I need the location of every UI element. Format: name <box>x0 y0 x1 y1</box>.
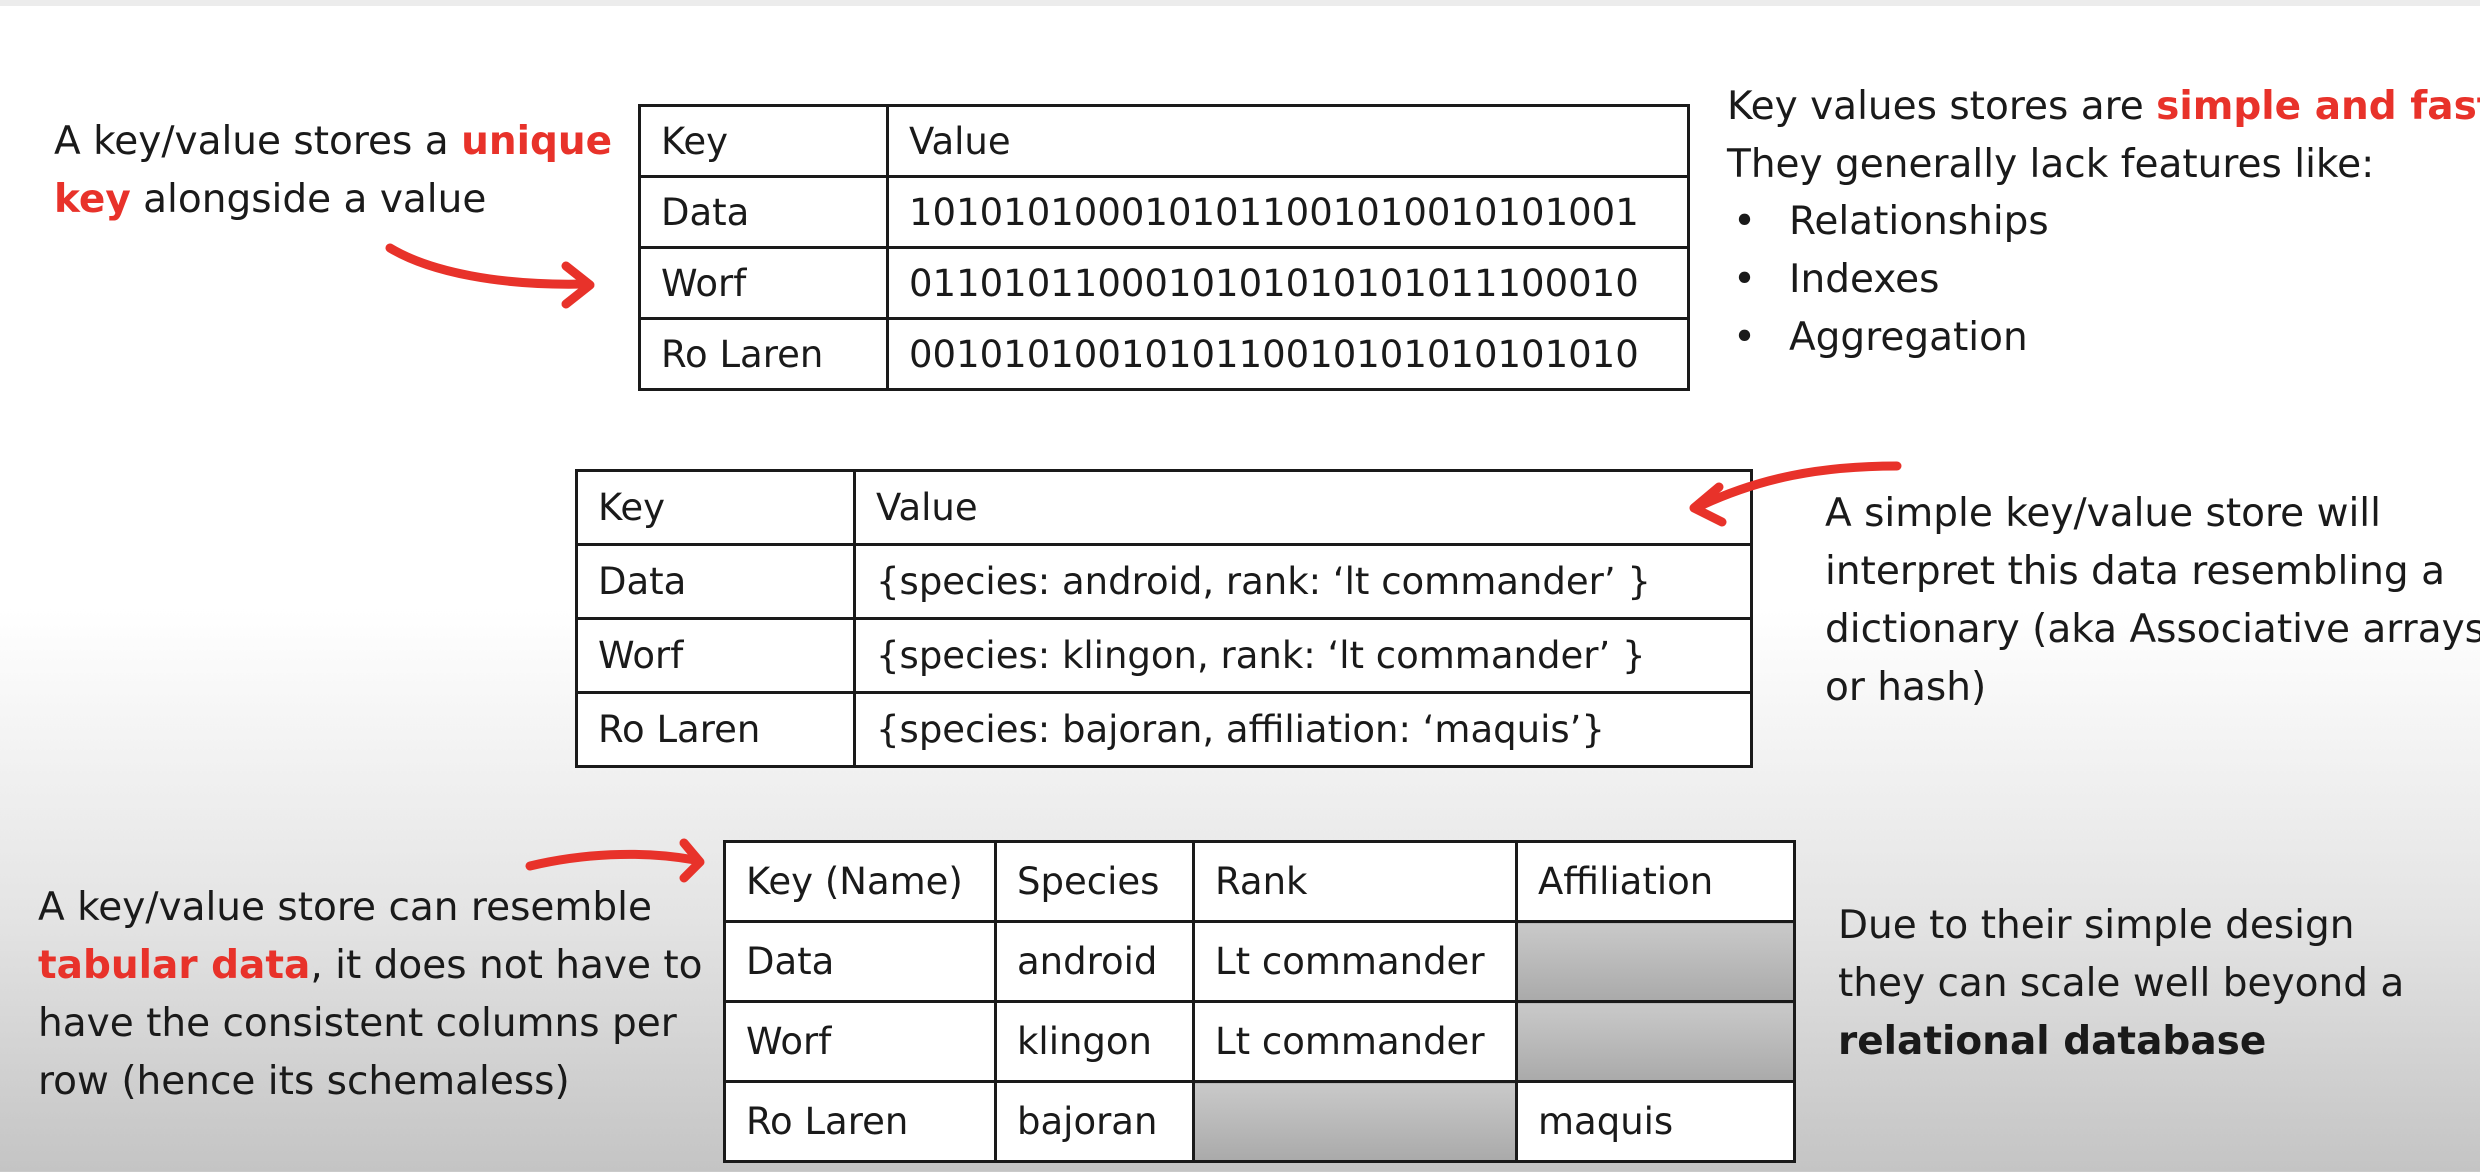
note-bold: relational database <box>1838 1019 2267 1064</box>
arrow-to-table1 <box>385 243 590 289</box>
arrow-to-table2 <box>1695 461 1902 511</box>
binary-values-table: Key Value Data 1010101000101011001010010… <box>638 104 1690 391</box>
note-highlight: unique <box>461 119 613 164</box>
table-row: Ro Laren {species: bajoran, affiliation:… <box>575 691 1753 768</box>
cell: klingon <box>994 1000 1195 1083</box>
value-cell: 0110101100010101010101011100010 <box>886 246 1690 320</box>
table-row: Worf klingon Lt commander <box>723 1000 1796 1083</box>
cell: bajoran <box>994 1080 1195 1163</box>
value-cell: {species: klingon, rank: ‘lt commander’ … <box>853 617 1753 694</box>
header-cell: Species <box>994 840 1195 923</box>
note-text: interpret this data resembling a <box>1825 549 2445 594</box>
note-text: Due to their simple design <box>1838 903 2355 948</box>
note-highlight: simple and fast <box>2156 84 2480 129</box>
key-cell: Ro Laren <box>638 317 889 391</box>
empty-cell <box>1515 920 1796 1003</box>
unique-key-note: A key/value stores a unique key alongside… <box>54 113 612 229</box>
header-cell: Rank <box>1192 840 1518 923</box>
note-highlight: tabular data <box>38 943 311 988</box>
arrow-to-table3 <box>525 849 700 871</box>
key-cell: Data <box>638 175 889 249</box>
table-row: Data {species: android, rank: ‘lt comman… <box>575 543 1753 620</box>
table-row: Worf 0110101100010101010101011100010 <box>638 246 1690 320</box>
arrow-to-table2-head <box>1689 482 1727 527</box>
simple-fast-note: Key values stores are simple and fast. T… <box>1727 78 2480 194</box>
table-row: Data android Lt commander <box>723 920 1796 1003</box>
top-bar <box>0 0 2480 6</box>
note-text: Key values stores are <box>1727 84 2157 129</box>
table-row: Data 1010101000101011001010010101001 <box>638 175 1690 249</box>
table-row: Ro Laren 0010101001010110010101010101010 <box>638 317 1690 391</box>
note-text: row (hence its schemaless) <box>38 1059 570 1104</box>
table-row: Ro Laren bajoran maquis <box>723 1080 1796 1163</box>
note-text: have the consistent columns per <box>38 1001 677 1046</box>
table-row: Worf {species: klingon, rank: ‘lt comman… <box>575 617 1753 694</box>
header-cell: Key <box>575 469 856 546</box>
key-cell: Data <box>575 543 856 620</box>
header-cell: Key (Name) <box>723 840 997 923</box>
table-header-row: Key Value <box>638 104 1690 178</box>
cell: android <box>994 920 1195 1003</box>
value-cell: 1010101000101011001010010101001 <box>886 175 1690 249</box>
note-text: A key/value store can resemble <box>38 885 652 930</box>
empty-cell <box>1515 1000 1796 1083</box>
note-text: or hash) <box>1825 665 1987 710</box>
header-cell: Affiliation <box>1515 840 1796 923</box>
key-cell: Worf <box>575 617 856 694</box>
note-text: , it does not have to <box>310 943 703 988</box>
table-header-row: Key (Name) Species Rank Affiliation <box>723 840 1796 923</box>
scaling-note: Due to their simple design they can scal… <box>1838 897 2404 1071</box>
value-cell: {species: android, rank: ‘lt commander’ … <box>853 543 1753 620</box>
header-cell: Value <box>853 469 1753 546</box>
cell: Worf <box>723 1000 997 1083</box>
note-text-2: alongside a value <box>130 177 487 222</box>
table-header-row: Key Value <box>575 469 1753 546</box>
cell: maquis <box>1515 1080 1796 1163</box>
tabular-data-note: A key/value store can resemble tabular d… <box>38 879 703 1111</box>
value-cell: {species: bajoran, affiliation: ‘maquis’… <box>853 691 1753 768</box>
key-cell: Worf <box>638 246 889 320</box>
note-text: A simple key/value store will <box>1825 491 2381 536</box>
list-item: Indexes <box>1727 251 2049 309</box>
note-text: they can scale well beyond a <box>1838 961 2405 1006</box>
list-item: Relationships <box>1727 193 2049 251</box>
header-cell: Value <box>886 104 1690 178</box>
tabular-data-table: Key (Name) Species Rank Affiliation Data… <box>723 840 1796 1163</box>
arrow-to-table3-head <box>679 838 705 883</box>
note-text: dictionary (aka Associative arrays <box>1825 607 2480 652</box>
empty-cell <box>1192 1080 1518 1163</box>
arrow-to-table1-head <box>561 261 595 309</box>
cell: Lt commander <box>1192 1000 1518 1083</box>
cell: Ro Laren <box>723 1080 997 1163</box>
list-item: Aggregation <box>1727 309 2049 367</box>
missing-features-list: Relationships Indexes Aggregation <box>1727 193 2049 367</box>
cell: Data <box>723 920 997 1003</box>
dictionary-note: A simple key/value store will interpret … <box>1825 485 2480 717</box>
dictionary-values-table: Key Value Data {species: android, rank: … <box>575 469 1753 768</box>
cell: Lt commander <box>1192 920 1518 1003</box>
note-text: A key/value stores a <box>54 119 462 164</box>
note-highlight-2: key <box>54 177 131 222</box>
note-text: They generally lack features like: <box>1727 142 2375 187</box>
key-cell: Ro Laren <box>575 691 856 768</box>
value-cell: 0010101001010110010101010101010 <box>886 317 1690 391</box>
header-cell: Key <box>638 104 889 178</box>
